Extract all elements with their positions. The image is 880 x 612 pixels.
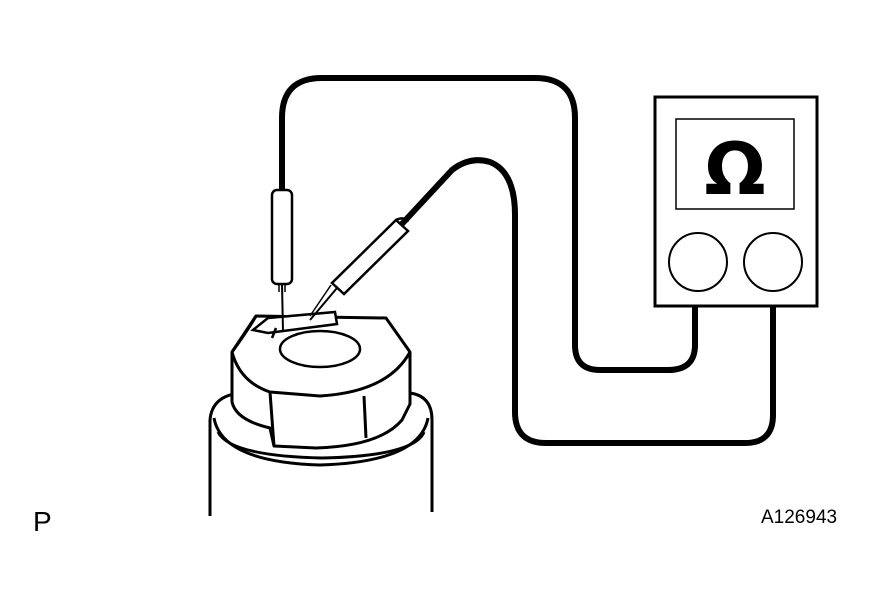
ohmmeter: Ω: [653, 95, 819, 308]
meter-jack-right: [743, 232, 803, 292]
sensor-top-face: [250, 310, 362, 369]
ohm-symbol: Ω: [704, 127, 765, 211]
lead-wire-1: [279, 75, 698, 373]
lead-wire-2: [397, 157, 776, 446]
probe-right: [309, 217, 410, 321]
connector-terminal: [250, 310, 339, 335]
hex-nut: [230, 314, 412, 450]
meter-jack-left: [668, 232, 728, 292]
sensor-center-boss: [278, 329, 362, 369]
test-leads: [279, 75, 776, 446]
ohmmeter-display: [675, 118, 795, 210]
probe-left: [270, 188, 294, 333]
view-letter-label: P: [33, 506, 52, 537]
figure-id-label: A126943: [761, 507, 838, 528]
